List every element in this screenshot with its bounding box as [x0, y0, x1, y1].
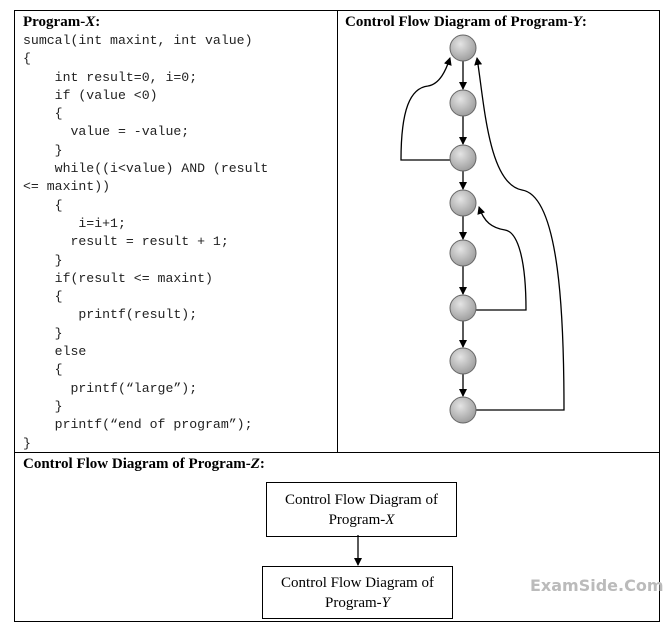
flow-node	[449, 189, 477, 217]
box-line: Program-Y	[325, 594, 390, 611]
program-y-title: Control Flow Diagram of Program-Y:	[345, 14, 587, 30]
column-divider	[337, 10, 338, 453]
back-edge-3-1	[400, 57, 452, 161]
back-edge-6-4	[476, 206, 527, 311]
flow-node	[449, 89, 477, 117]
box-line: Control Flow Diagram of	[285, 491, 438, 508]
program-x-title: Program-X:	[23, 14, 101, 30]
flow-node	[449, 347, 477, 375]
back-edge-8-1	[474, 57, 565, 411]
box-line: Program-X	[328, 511, 395, 528]
flow-node	[449, 144, 477, 172]
watermark: ExamSide.Com	[530, 576, 664, 595]
program-x-code: sumcal(int maxint, int value) { int resu…	[23, 33, 269, 451]
box-line: Control Flow Diagram of	[281, 574, 434, 591]
program-y-box: Control Flow Diagram of Program-Y	[262, 566, 453, 619]
program-x-box: Control Flow Diagram of Program-X	[266, 482, 457, 537]
flow-node	[449, 239, 477, 267]
flow-node	[449, 294, 477, 322]
row-divider	[14, 452, 660, 453]
flow-node	[449, 34, 477, 62]
flow-node	[449, 396, 477, 424]
program-z-title: Control Flow Diagram of Program-Z:	[23, 456, 265, 472]
